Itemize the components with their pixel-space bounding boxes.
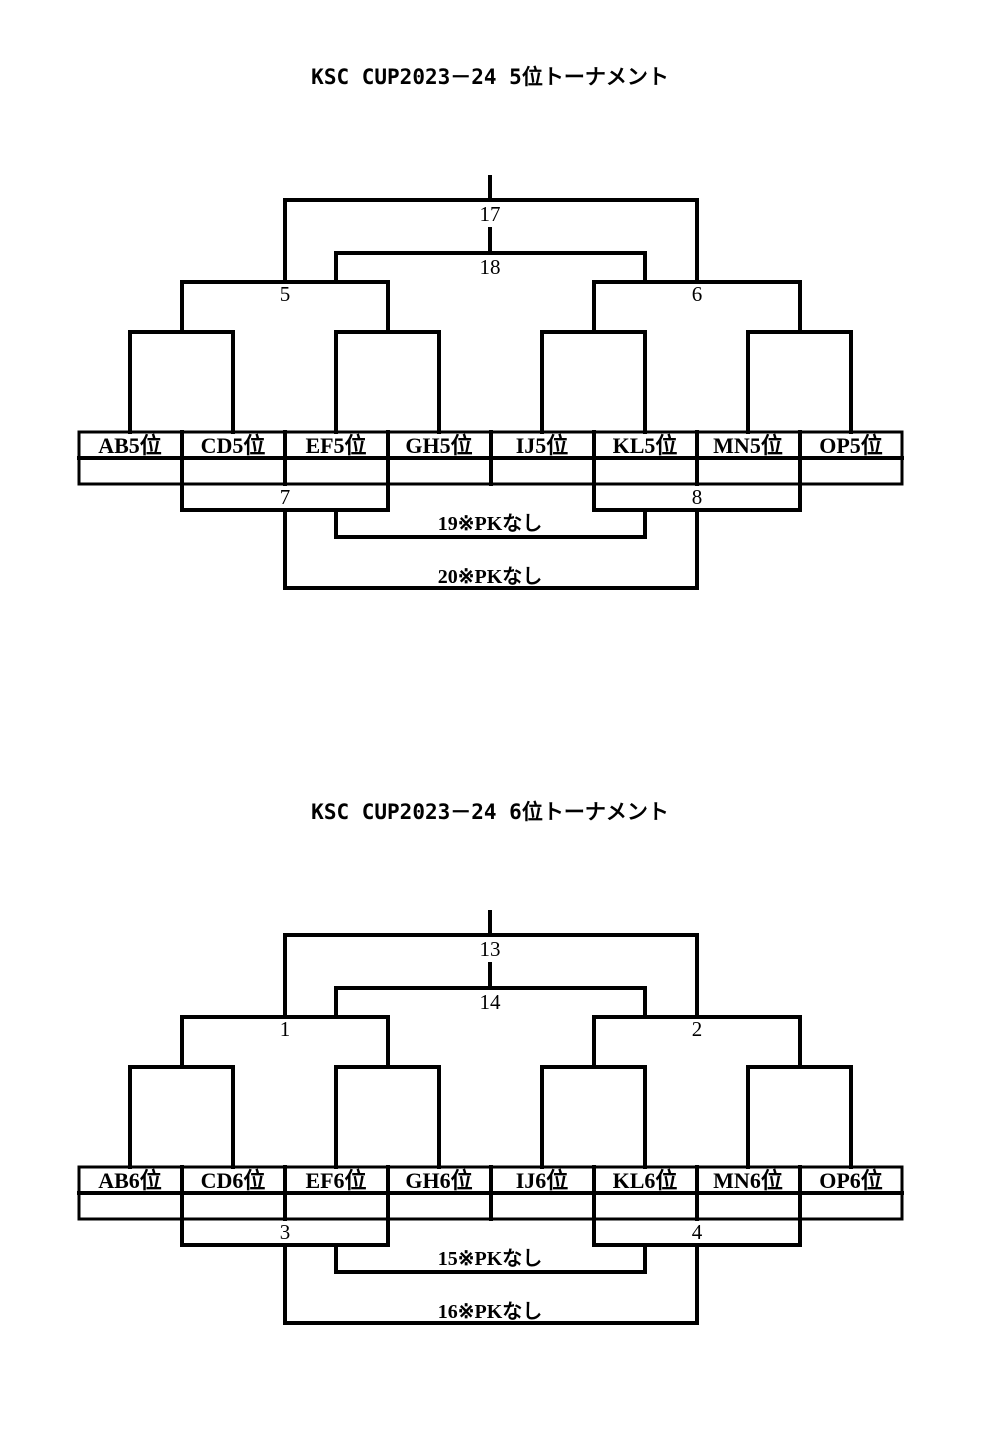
match-number: 7 (280, 485, 291, 509)
team-name: IJ5位 (516, 433, 569, 458)
match-number: 4 (692, 1220, 703, 1244)
match-number: 2 (692, 1017, 703, 1041)
bracket-title: KSC CUP2023－24 6位トーナメント (311, 800, 669, 824)
match-label: 16※PKなし (438, 1300, 543, 1323)
match-label: 20※PKなし (438, 565, 543, 588)
team-name: CD5位 (201, 433, 266, 458)
team-name: AB5位 (98, 433, 162, 458)
team-name: CD6位 (201, 1168, 266, 1193)
bracket-2: KSC CUP2023－24 6位トーナメント AB6位 CD6位 EF6位 GH6位 I… (77, 800, 904, 1325)
team-name: AB6位 (98, 1168, 162, 1193)
team-name: OP5位 (819, 433, 883, 458)
match-number: 1 (280, 1017, 291, 1041)
match-number: 13 (480, 937, 501, 961)
match-number: 8 (692, 485, 703, 509)
team-name: MN6位 (713, 1168, 783, 1193)
team-name: OP6位 (819, 1168, 883, 1193)
team-name: EF6位 (305, 1168, 366, 1193)
team-name: IJ6位 (516, 1168, 569, 1193)
team-name: KL6位 (613, 1168, 678, 1193)
match-number: 17 (480, 202, 501, 226)
match-number: 18 (480, 255, 501, 279)
match-number: 14 (480, 990, 502, 1014)
match-number: 6 (692, 282, 703, 306)
bracket-title: KSC CUP2023－24 5位トーナメント (311, 65, 669, 89)
team-name: GH6位 (405, 1168, 472, 1193)
team-name: GH5位 (405, 433, 472, 458)
bracket-1: KSC CUP2023－24 5位トーナメント AB5位 CD5位 EF5位 GH5位 I… (77, 65, 904, 590)
team-name: EF5位 (305, 433, 366, 458)
match-number: 5 (280, 282, 291, 306)
match-label: 15※PKなし (438, 1247, 543, 1270)
match-number: 3 (280, 1220, 291, 1244)
match-label: 19※PKなし (438, 512, 543, 535)
team-name: MN5位 (713, 433, 783, 458)
team-name: KL5位 (613, 433, 678, 458)
